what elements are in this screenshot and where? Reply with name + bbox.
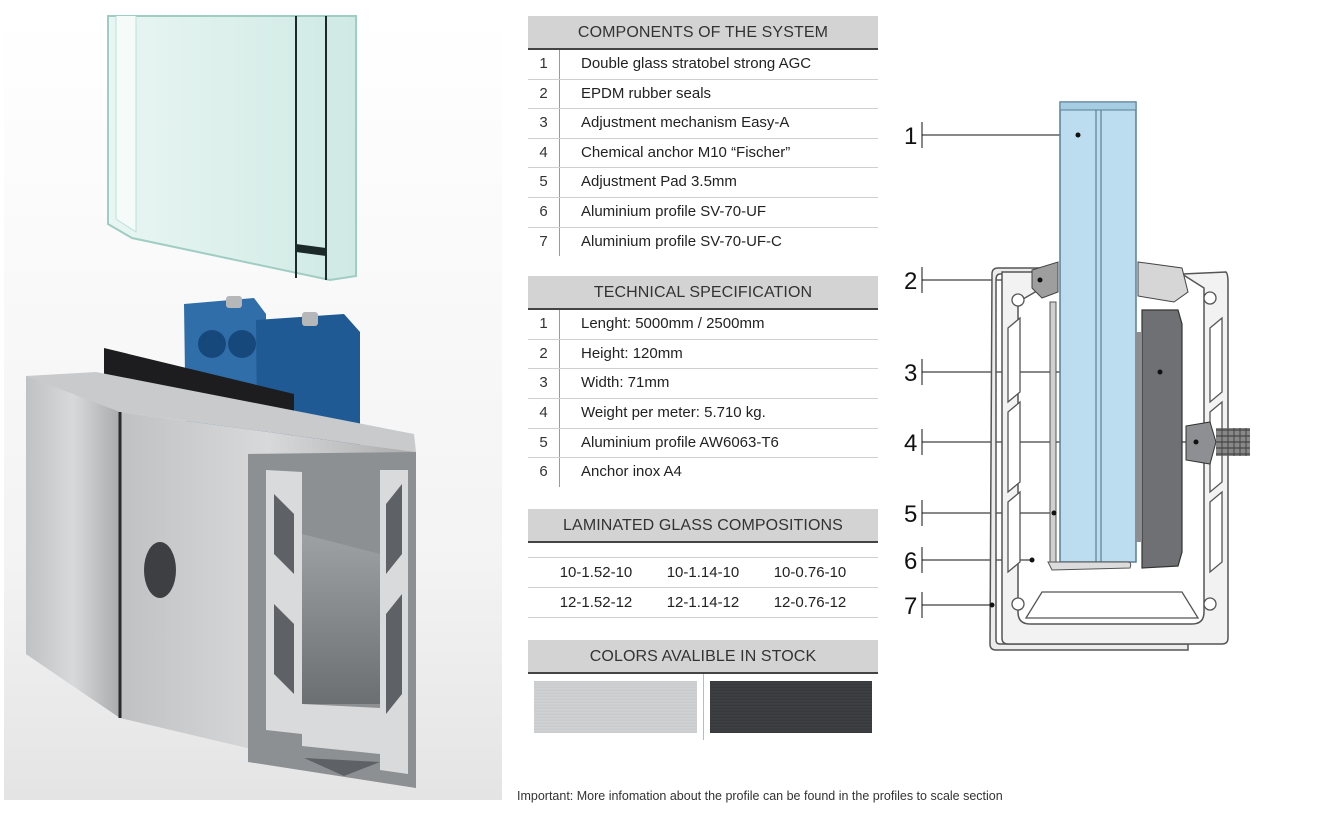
footnote: Important: More infomation about the pro… [517,789,1003,803]
glass-cell: 10-0.76-10 [773,563,847,581]
row-label: EPDM rubber seals [581,84,712,102]
table-row: 7 Aluminium profile SV-70-UF-C [528,227,878,257]
row-label: Aluminium profile SV-70-UF-C [581,232,782,250]
glass-pane [107,15,357,282]
profile-cavities [1007,291,1223,619]
row-number: 3 [528,369,560,398]
callout-number: 5 [904,501,917,528]
row-label: Chemical anchor M10 “Fischer” [581,143,791,161]
anchor-bolt [1185,421,1250,465]
row-label: Aluminium profile AW6063-T6 [581,433,779,451]
table-row: 4 Weight per meter: 5.710 kg. [528,398,878,429]
glass-cell: 12-1.52-12 [559,593,633,611]
aluminium-profile [26,372,416,788]
components-header: COMPONENTS OF THE SYSTEM [528,16,878,50]
row-number: 6 [528,197,560,227]
cross-section-drawing: 1 2 3 4 5 6 7 [904,101,1250,651]
table-row: 3 Adjustment mechanism Easy-A [528,109,878,139]
row-label: Aluminium profile SV-70-UF [581,202,767,220]
row-number: 4 [528,138,560,168]
rubber-seal [104,348,294,634]
row-number: 1 [528,50,560,79]
swatch-brushed-silver [534,680,697,733]
swatch-brushed-anthracite [709,680,872,733]
table-row: 1 Double glass stratobel strong AGC [528,50,878,80]
section-glass [1059,101,1137,563]
row-label: Adjustment Pad 3.5mm [581,173,737,191]
table-row: 2 Height: 120mm [528,339,878,370]
table-row: 6 Aluminium profile SV-70-UF [528,197,878,228]
callout-number: 3 [904,360,917,387]
glass-cell: 10-1.52-10 [559,563,633,581]
row-label: Double glass stratobel strong AGC [581,55,812,72]
row-number: 1 [528,310,560,339]
row-label: Width: 71mm [581,374,670,392]
row-label: Height: 120mm [581,344,683,362]
tech-spec-header: TECHNICAL SPECIFICATION [528,276,878,311]
glass-compositions-table: LAMINATED GLASS COMPOSITIONS 10-1.52-10 … [528,508,878,618]
row-label: Adjustment mechanism Easy-A [581,114,790,132]
callout-number: 4 [904,430,917,457]
table-row: 1 Lenght: 5000mm / 2500mm [528,310,878,340]
row-number: 5 [528,428,560,458]
glass-cell: 12-1.14-12 [666,593,740,611]
colors-header: COLORS AVALIBLE IN STOCK [528,639,878,674]
row-label: Anchor inox A4 [581,463,682,481]
callout-number: 2 [904,268,917,295]
glass-cell: 10-1.14-10 [666,563,740,581]
table-row: 12-1.52-12 12-1.14-12 12-0.76-12 [528,588,878,618]
callout-number: 6 [904,548,917,575]
row-number: 6 [528,458,560,487]
row-number: 7 [528,227,560,257]
glass-cell: 12-0.76-12 [773,593,847,611]
callout-number: 1 [904,123,917,150]
swatch-divider [702,673,704,740]
row-label: Lenght: 5000mm / 2500mm [581,315,765,333]
table-row: 10-1.52-10 10-1.14-10 10-0.76-10 [528,556,878,588]
row-number: 3 [528,109,560,138]
table-row: 4 Chemical anchor M10 “Fischer” [528,138,878,169]
color-swatches [528,673,878,740]
callout-number: 7 [904,593,917,620]
row-number: 5 [528,168,560,197]
table-row: 5 Aluminium profile AW6063-T6 [528,428,878,459]
table-row: 3 Width: 71mm [528,369,878,399]
row-number: 4 [528,398,560,428]
product-render [4,14,502,800]
glass-header: LAMINATED GLASS COMPOSITIONS [528,508,878,543]
tech-spec-table: TECHNICAL SPECIFICATION 1 Lenght: 5000mm … [528,276,878,487]
row-label: Weight per meter: 5.710 kg. [581,403,766,421]
table-row: 2 EPDM rubber seals [528,79,878,110]
table-row: 5 Adjustment Pad 3.5mm [528,168,878,198]
spec-tables: COMPONENTS OF THE SYSTEM 1 Double glass s… [528,16,878,740]
components-table: COMPONENTS OF THE SYSTEM 1 Double glass s… [528,16,878,257]
colors-table: COLORS AVALIBLE IN STOCK [528,639,878,740]
row-number: 2 [528,339,560,369]
row-number: 2 [528,79,560,109]
table-row: 6 Anchor inox A4 [528,458,878,487]
